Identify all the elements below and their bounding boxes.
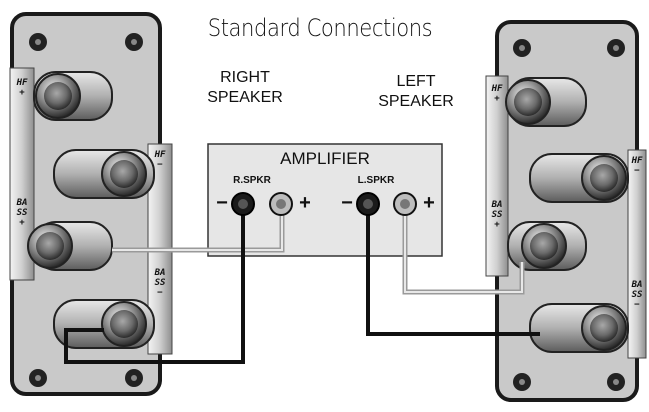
right-speaker-panel [9, 12, 173, 396]
bass-minus-label: BASS− [631, 280, 643, 310]
bass-plus-label: BASS+ [16, 198, 28, 228]
amplifier-label: AMPLIFIER [280, 149, 370, 168]
screw-icon [29, 33, 47, 51]
left-speaker-label-line2: SPEAKER [378, 93, 454, 110]
screw-icon [513, 39, 531, 57]
l-spkr-plus-sign: + [423, 192, 435, 214]
bass-plus-label: BASS+ [491, 200, 503, 230]
terminal-hf-plus [33, 71, 113, 121]
terminal-bass-plus [27, 221, 113, 271]
screw-icon [513, 373, 531, 391]
r-spkr-positive-jack [269, 192, 293, 216]
hf-plus-label: HF+ [16, 78, 28, 98]
terminal-hf-minus [53, 149, 155, 199]
bass-minus-label: BASS− [154, 268, 166, 298]
hf-minus-label: HF− [154, 150, 166, 170]
l-spkr-label: L.SPKR [357, 175, 395, 186]
r-spkr-negative-jack [231, 192, 255, 216]
screw-icon [125, 369, 143, 387]
terminal-bass-plus [507, 221, 587, 271]
screw-icon [29, 369, 47, 387]
screw-icon [125, 33, 143, 51]
r-spkr-minus-sign: − [216, 192, 228, 214]
diagram-title: Standard Connections [207, 14, 433, 42]
terminal-bass-minus [53, 299, 155, 349]
l-spkr-positive-jack [393, 192, 417, 216]
hf-minus-label: HF− [631, 156, 643, 176]
jumper-strip [627, 149, 647, 359]
right-speaker-label: RIGHT [220, 69, 270, 86]
wire-left-negative [366, 206, 540, 336]
screw-icon [607, 373, 625, 391]
left-speaker-label: LEFT [396, 73, 436, 90]
right-speaker-label-line2: SPEAKER [207, 89, 283, 106]
wire-right-negative [64, 206, 245, 364]
terminal-bass-minus [529, 303, 629, 353]
l-spkr-minus-sign: − [341, 192, 353, 214]
r-spkr-plus-sign: + [299, 192, 311, 214]
screw-icon [607, 39, 625, 57]
left-speaker-panel [485, 20, 647, 402]
hf-plus-label: HF+ [491, 84, 503, 104]
terminal-hf-minus [529, 153, 629, 203]
jumper-strip [485, 75, 509, 277]
r-spkr-label: R.SPKR [233, 175, 271, 186]
l-spkr-negative-jack [356, 192, 380, 216]
terminal-hf-plus [505, 77, 587, 127]
